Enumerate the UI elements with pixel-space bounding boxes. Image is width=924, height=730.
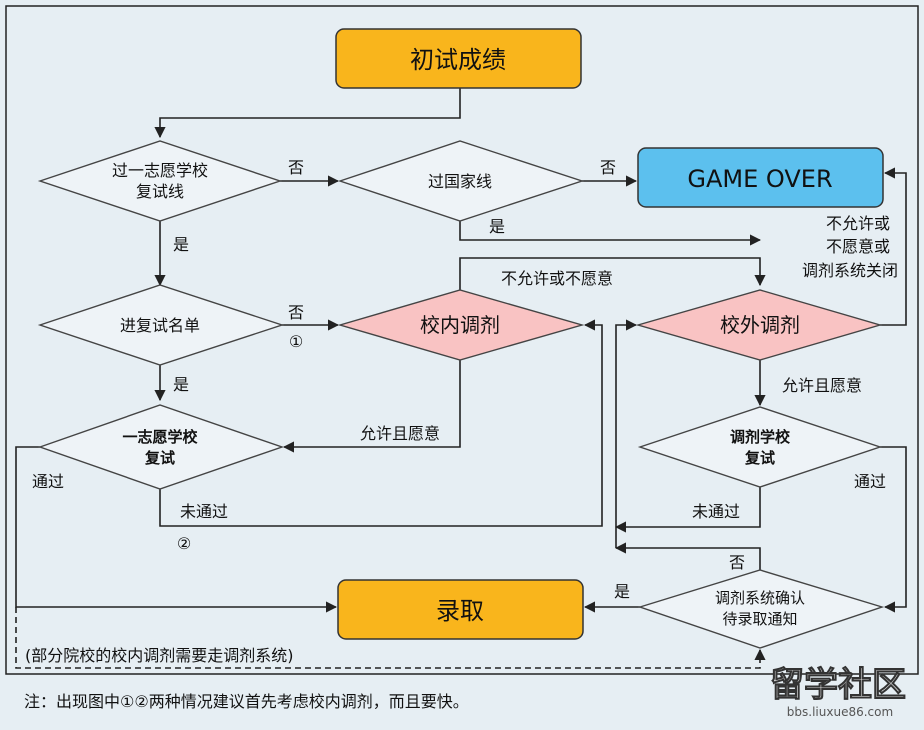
edge-label-internal-allowed: 允许且愿意	[360, 424, 440, 443]
edge-label-national-yes: 是	[489, 217, 505, 236]
first-choice-retest-label-2: 复试	[144, 449, 175, 467]
edge-label-first-retest-fail: 未通过	[180, 502, 228, 521]
admit-box	[337, 579, 584, 640]
retest-list-label: 进复试名单	[120, 316, 200, 335]
game-over-label: GAME OVER	[687, 165, 832, 193]
confirm-notice-label-1: 调剂系统确认	[715, 589, 805, 607]
edge-label-first-retest-pass: 通过	[32, 472, 64, 491]
edge-internal-not-allowed	[459, 257, 766, 290]
watermark-url: bbs.liuxue86.com	[787, 705, 893, 719]
edge-label-closed-1: 不允许或	[826, 214, 890, 233]
edge-start-to-first-line	[154, 88, 461, 139]
edge-label-first-line-no: 否	[288, 158, 304, 177]
dashed-note: (部分院校的校内调剂需要走调剂系统)	[25, 646, 294, 665]
internal-adjust-label: 校内调剂	[420, 313, 500, 337]
edge-label-retest-no: 否	[288, 303, 304, 322]
edge-label-retest-yes: 是	[173, 375, 189, 394]
edge-external-closed	[880, 167, 907, 326]
first-choice-line-label-1: 过一志愿学校	[112, 161, 208, 180]
edge-label-closed-3: 调剂系统关闭	[802, 261, 898, 280]
confirm-notice-diamond	[637, 569, 885, 649]
first-choice-line-label-2: 复试线	[136, 182, 184, 201]
adjust-school-retest-diamond	[637, 406, 883, 488]
edge-label-national-no: 否	[600, 158, 616, 177]
edge-internal-allowed	[282, 360, 461, 453]
national-line-label: 过国家线	[428, 172, 492, 191]
edge-label-adjust-retest-pass: 通过	[854, 472, 886, 491]
edge-label-circle-2: ②	[177, 534, 191, 553]
national-line-diamond	[337, 140, 585, 222]
external-adjust-diamond	[635, 289, 883, 361]
edge-label-not-allowed: 不允许或不愿意	[501, 269, 613, 288]
edge-first-retest-fail	[159, 319, 603, 527]
edge-national-yes	[459, 216, 762, 246]
first-choice-retest-label-1: 一志愿学校	[122, 428, 198, 446]
adjust-school-retest-label-1: 调剂学校	[730, 428, 791, 446]
internal-adjust-diamond	[337, 289, 585, 361]
start-box	[335, 28, 582, 89]
edge-label-external-allowed: 允许且愿意	[782, 376, 862, 395]
external-adjust-label: 校外调剂	[720, 313, 800, 337]
edge-first-retest-pass	[15, 446, 338, 613]
first-choice-retest-diamond	[37, 404, 285, 490]
confirm-notice-label-2: 待录取通知	[722, 610, 797, 628]
retest-list-diamond	[37, 284, 285, 366]
game-over-box	[637, 147, 884, 208]
edge-label-first-line-yes: 是	[173, 235, 189, 254]
outer-frame	[5, 5, 919, 675]
adjust-school-retest-label-2: 复试	[744, 449, 775, 467]
edge-dashed-adjust-system	[15, 607, 766, 669]
first-choice-line-diamond	[37, 140, 283, 222]
edge-label-adjust-retest-fail: 未通过	[692, 502, 740, 521]
edge-confirm-no	[614, 542, 761, 570]
admit-label: 录取	[436, 597, 484, 625]
edge-label-closed-2: 不愿意或	[826, 237, 890, 256]
footer-note: 注：出现图中①②两种情况建议首先考虑校内调剂，而且要快。	[24, 692, 469, 711]
edge-loop-to-external	[615, 319, 638, 548]
edge-label-circle-1: ①	[289, 332, 303, 351]
edge-label-confirm-yes: 是	[614, 582, 630, 601]
edge-adjust-retest-pass	[880, 446, 907, 613]
start-label: 初试成绩	[410, 46, 506, 74]
watermark-logo: 留学社区	[770, 665, 906, 705]
edge-adjust-retest-fail	[614, 486, 761, 533]
edge-label-confirm-no: 否	[729, 553, 745, 572]
watermark: 留学社区 bbs.liuxue86.com	[770, 665, 907, 720]
